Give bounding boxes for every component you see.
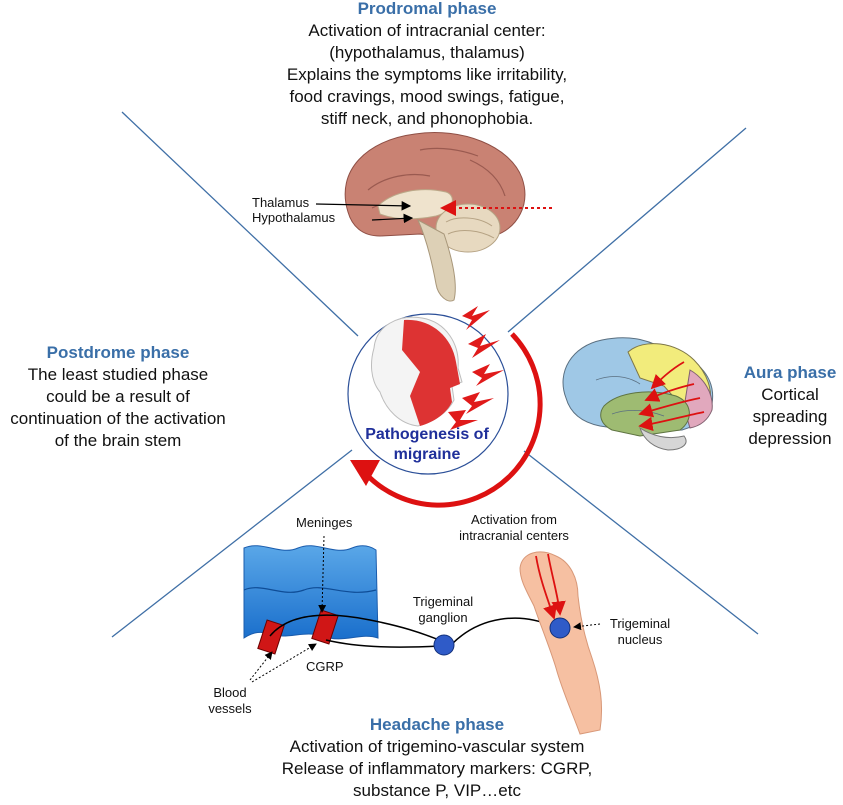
trigeminal-ganglion-label-line: Trigeminal [412, 594, 474, 609]
prodromal-title: Prodromal phase [357, 0, 497, 18]
postdrome-line: continuation of the activation [10, 409, 226, 428]
progression-arc [364, 332, 543, 508]
postdrome-line: could be a result of [46, 387, 190, 406]
trigeminal-ganglion-label: Trigeminal ganglion [398, 594, 488, 626]
hypothalamus-label: Hypothalamus [252, 210, 336, 225]
nerve-fiber-lower [325, 639, 441, 648]
brainstem-illustration [519, 551, 603, 735]
aura-line: spreading [752, 407, 828, 426]
center-title-line: Pathogenesis of [365, 426, 489, 443]
head-illustration [371, 316, 463, 427]
brain-sagittal-illustration [344, 132, 526, 302]
lightning-bolts-icon [448, 306, 504, 430]
blood-vessel-right [311, 609, 339, 645]
center-title-line: migraine [393, 446, 461, 463]
blood-vessel-pointer-1 [249, 651, 273, 681]
prodromal-line: stiff neck, and phonophobia. [320, 109, 534, 128]
blood-vessels-label: Blood vessels [200, 685, 260, 717]
activation-label-line: intracranial centers [459, 528, 569, 543]
meninges-label: Meninges [296, 515, 353, 530]
blood-vessels-label-line: Blood [213, 685, 247, 700]
prodromal-line: food cravings, mood swings, fatigue, [289, 87, 565, 106]
trigeminal-nucleus-label-line: Trigeminal [609, 616, 671, 631]
prodromal-text: Prodromal phase Activation of intracrani… [272, 0, 582, 130]
trigeminal-nucleus-label: Trigeminal nucleus [600, 616, 680, 648]
nerve-fiber-upper [269, 614, 445, 643]
lateral-brain-illustration [562, 337, 714, 451]
divider-bottom-left [111, 449, 353, 638]
postdrome-line: of the brain stem [54, 431, 182, 450]
activation-label: Activation from intracranial centers [446, 512, 582, 544]
prodromal-line: Activation of intracranial center: [308, 21, 546, 40]
meninges-pointer [318, 535, 327, 613]
headache-line: Activation of trigemino-vascular system [289, 737, 585, 756]
prodromal-line: (hypothalamus, thalamus) [329, 43, 525, 62]
headache-line: Release of inflammatory markers: CGRP, [281, 759, 593, 778]
divider-top-right [507, 127, 747, 333]
thalamus-pointer [315, 201, 412, 211]
headache-text: Headache phase Activation of trigemino-v… [272, 714, 602, 802]
trigeminal-nucleus [549, 617, 571, 639]
trigeminal-ganglion [433, 634, 455, 656]
postdrome-text: Postdrome phase The least studied phase … [0, 342, 242, 452]
blood-vessels-label-line: vessels [208, 701, 252, 716]
aura-text: Aura phase Cortical spreading depression [740, 362, 840, 450]
trigeminal-ganglion-label-line: ganglion [418, 610, 468, 625]
trigeminal-nucleus-label-line: nucleus [617, 632, 663, 647]
prodromal-line: Explains the symptoms like irritability, [286, 65, 568, 84]
headache-title: Headache phase [369, 715, 505, 734]
postdrome-title: Postdrome phase [46, 343, 190, 362]
cgrp-label: CGRP [306, 659, 344, 674]
progression-arrowhead [350, 460, 380, 486]
activation-label-line: Activation from [471, 512, 557, 527]
divider-top-left [121, 111, 359, 337]
blood-vessel-pointer-2 [251, 643, 317, 683]
postdrome-line: The least studied phase [27, 365, 209, 384]
hypothalamus-pointer [371, 213, 414, 224]
divider-bottom-right [523, 450, 759, 635]
aura-title: Aura phase [743, 363, 837, 382]
trigeminal-nucleus-pointer [573, 622, 601, 631]
headache-line: substance P, VIP…etc [353, 781, 521, 800]
thalamus-label: Thalamus [252, 195, 310, 210]
center-title: Pathogenesis of migraine [344, 425, 510, 465]
aura-line: depression [748, 429, 832, 448]
aura-line: Cortical [761, 385, 819, 404]
